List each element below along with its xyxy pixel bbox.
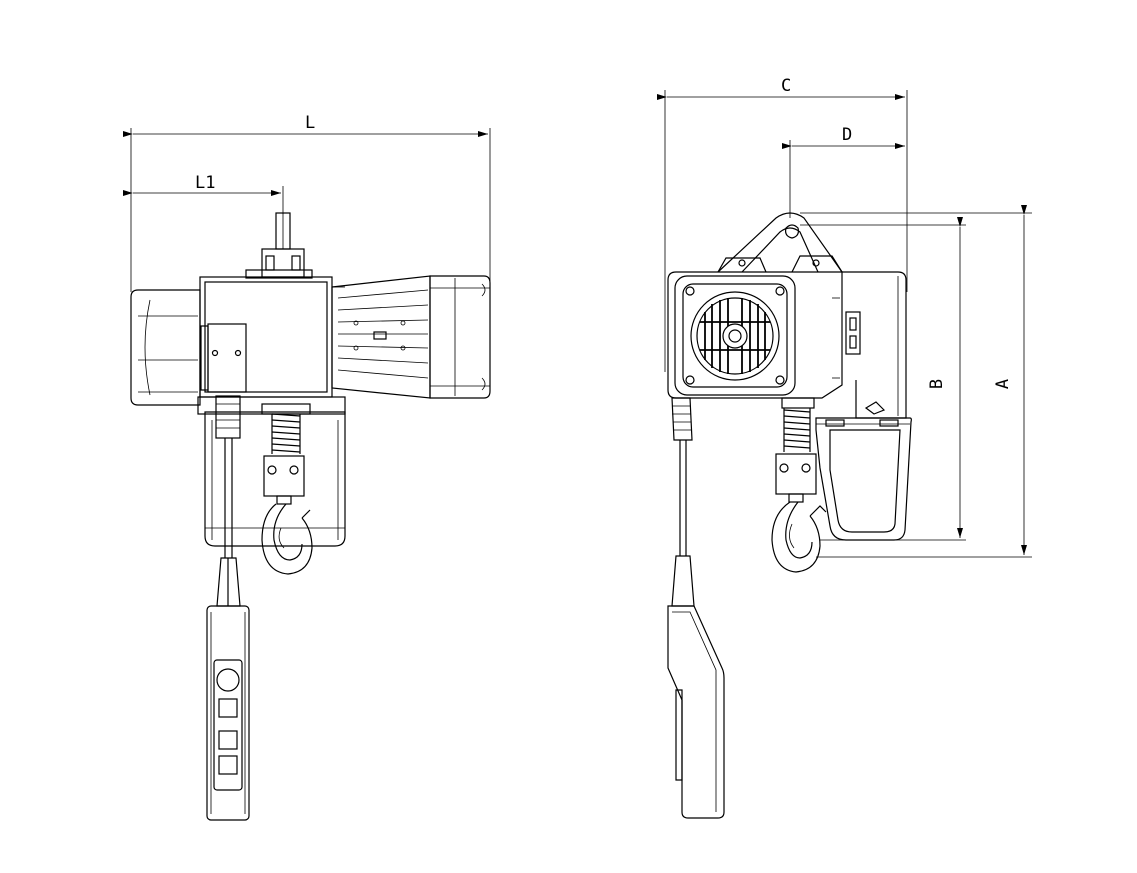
gearbox-body xyxy=(199,276,345,398)
dimension-l1: L1 xyxy=(123,173,284,214)
load-hook-side xyxy=(771,397,827,573)
dimension-c: C xyxy=(657,76,908,372)
chain-bag-side xyxy=(815,417,912,541)
pendant-control-front xyxy=(206,605,250,821)
dimension-label-d: D xyxy=(842,125,852,145)
fan-cover xyxy=(429,275,491,399)
dimension-a: A xyxy=(800,205,1032,558)
terminal-box xyxy=(200,323,247,393)
suspension-bracket xyxy=(717,212,843,273)
chain-bag xyxy=(197,396,346,547)
pendant-button-1 xyxy=(218,698,238,718)
side-view: C D B A xyxy=(657,76,1032,819)
load-hook-front xyxy=(261,403,313,575)
dimension-label-b: B xyxy=(927,379,947,389)
front-view: L L1 xyxy=(123,113,491,821)
fan-blades xyxy=(700,298,770,374)
dimension-l: L xyxy=(123,113,491,292)
cable-gland xyxy=(215,395,241,558)
dimension-label-l: L xyxy=(305,113,315,133)
emergency-stop-button xyxy=(216,668,240,692)
suspension-hook-mount xyxy=(245,212,313,279)
pendant-control-side xyxy=(667,555,725,819)
pendant-button-2 xyxy=(218,730,238,750)
dimension-label-l1: L1 xyxy=(195,173,215,193)
brake-cover xyxy=(130,289,201,406)
fan-guard xyxy=(674,275,796,396)
dimension-d: D xyxy=(782,125,905,218)
dimension-label-a: A xyxy=(993,379,1013,389)
motor xyxy=(331,275,431,399)
dimension-label-c: C xyxy=(781,76,791,96)
cable-gland-side xyxy=(671,397,693,556)
pendant-button-3 xyxy=(218,755,238,775)
